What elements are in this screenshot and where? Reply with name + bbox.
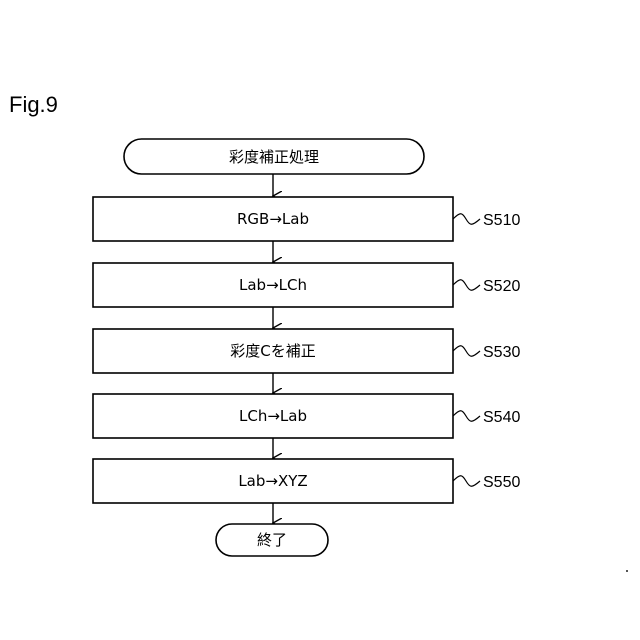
process-step: Lab→XYZ S550	[93, 459, 520, 503]
end-terminal: 終了	[216, 524, 328, 556]
step-label: Lab→XYZ	[238, 472, 307, 490]
step-label: Lab→LCh	[239, 276, 307, 294]
end-terminal-label: 終了	[257, 531, 287, 549]
process-step: LCh→Lab S540	[93, 394, 520, 438]
step-id: S510	[483, 212, 520, 229]
step-label: RGB→Lab	[237, 210, 309, 228]
leader-line	[453, 280, 480, 291]
scan-speck	[626, 570, 628, 572]
leader-line	[453, 346, 480, 357]
step-id: S540	[483, 409, 520, 426]
process-step: RGB→Lab S510	[93, 197, 520, 241]
process-step: Lab→LCh S520	[93, 263, 520, 307]
start-terminal: 彩度補正処理	[124, 139, 424, 174]
leader-line	[453, 411, 480, 422]
process-step: 彩度Cを補正 S530	[93, 329, 520, 373]
step-id: S520	[483, 278, 520, 295]
step-id: S550	[483, 474, 520, 491]
step-label: LCh→Lab	[239, 407, 307, 425]
step-id: S530	[483, 344, 520, 361]
step-label: 彩度Cを補正	[230, 342, 315, 360]
leader-line	[453, 214, 480, 225]
leader-line	[453, 476, 480, 487]
start-terminal-label: 彩度補正処理	[229, 148, 319, 166]
